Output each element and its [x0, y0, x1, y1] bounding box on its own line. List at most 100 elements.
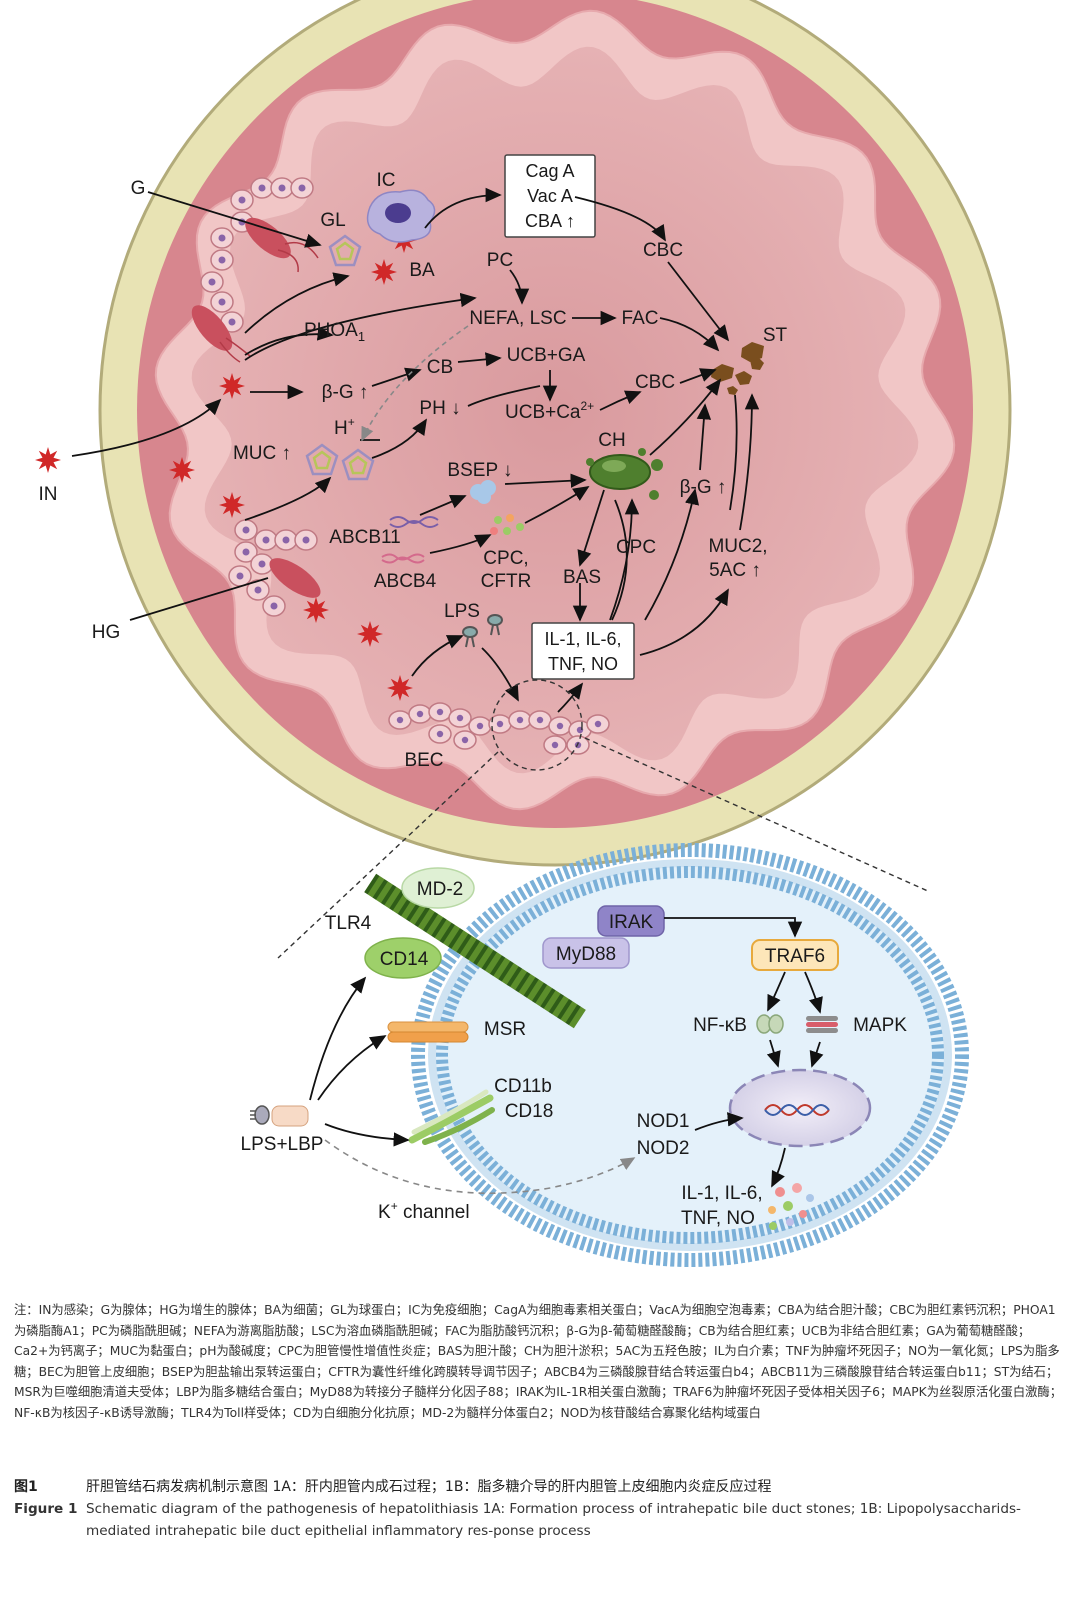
bacterium-icon [357, 621, 383, 647]
caption-cn-text: 肝胆管结石病发病机制示意图 1A：肝内胆管内成石过程；1B：脂多糖介导的肝内胆管… [86, 1479, 772, 1495]
cell-nucleus [262, 536, 270, 544]
cell-nucleus [258, 184, 266, 192]
cell-nucleus [302, 536, 310, 544]
zoom-region [491, 679, 583, 771]
lps-lbp-icon [250, 1105, 309, 1127]
cell-nucleus [218, 298, 226, 306]
label-ic: IC [377, 170, 396, 191]
nefa-muc-dashed-arrow [361, 325, 469, 442]
cell-nucleus [278, 184, 286, 192]
cpc-cftr-icon [490, 514, 524, 535]
label-muc2-2: 5AC ↑ [709, 560, 761, 581]
cell-nucleus [551, 741, 559, 749]
pathway-arrows-b [309, 917, 824, 1188]
cell-nucleus [218, 256, 226, 264]
cell-nucleus [456, 714, 464, 722]
cag-box-line-3: CBA ↑ [525, 211, 575, 231]
label-lps-lbp: LPS+LBP [241, 1134, 324, 1155]
label-fac: FAC [622, 308, 659, 329]
bacterium-icon [219, 373, 245, 399]
cell-nucleus [208, 278, 216, 286]
caption-cn: 图1 肝胆管结石病发病机制示意图 1A：肝内胆管内成石过程；1B：脂多糖介导的肝… [14, 1476, 1064, 1498]
label-st: ST [763, 325, 788, 346]
label-nfkb: NF-κB [693, 1015, 747, 1036]
label-lps: LPS [444, 601, 480, 622]
label-beta-g-2: β-G ↑ [680, 477, 727, 498]
label-cpc-cftr-2: CFTR [481, 571, 532, 592]
panel-b: MD-2 TLR4 CD14 IRAK MyD88 TRAF6 NF-κB MA… [241, 843, 969, 1267]
label-nod2: NOD2 [637, 1138, 690, 1159]
label-h: H+ [334, 415, 355, 439]
figure-notes: 注：IN为感染；G为腺体；HG为增生的腺体；BA为细菌；GL为球蛋白；IC为免疫… [14, 1303, 1063, 1420]
label-cytokines-2: TNF, NO [681, 1208, 755, 1229]
label-ucb-ga: UCB+GA [507, 345, 586, 366]
label-phoa: PHOA1 [304, 320, 365, 344]
label-k-channel: K+ channel [378, 1199, 470, 1223]
bacterium-icon [371, 259, 397, 285]
label-muc2-1: MUC2, [708, 536, 767, 557]
bacterium-icon [387, 675, 413, 701]
label-cd18: CD18 [505, 1101, 554, 1122]
immune-cell-icon [366, 189, 436, 243]
label-traf6: TRAF6 [765, 946, 825, 967]
cell-nucleus [436, 708, 444, 716]
traf6-box [751, 939, 839, 971]
label-bas: BAS [563, 567, 601, 588]
msr-receptor [387, 1021, 469, 1043]
cell-nucleus [516, 716, 524, 724]
figure-caption: 图1 肝胆管结石病发病机制示意图 1A：肝内胆管内成石过程；1B：脂多糖介导的肝… [14, 1476, 1064, 1542]
cd14-shape [364, 937, 442, 979]
label-myd88: MyD88 [556, 944, 616, 965]
label-ucb-ca: UCB+Ca2+ [505, 399, 594, 423]
md2-shape [401, 867, 475, 909]
caption-en: Figure 1 Schematic diagram of the pathog… [14, 1498, 1064, 1542]
label-cpc: CPC [616, 537, 656, 558]
cell-nucleus [298, 184, 306, 192]
dna-icon [764, 1104, 830, 1116]
cytokine-box-line-2: TNF, NO [548, 654, 618, 674]
lps-icon [462, 614, 503, 648]
label-cytokines-1: IL-1, IL-6, [681, 1183, 762, 1204]
cell-nucleus [218, 234, 226, 242]
cell-nucleus [461, 736, 469, 744]
cell-nucleus [258, 560, 266, 568]
label-ph: PH ↓ [419, 398, 460, 419]
label-msr: MSR [484, 1019, 526, 1040]
cell-nucleus [282, 536, 290, 544]
label-nefa-lsc: NEFA, LSC [469, 308, 566, 329]
label-cbc-mid: CBC [635, 372, 675, 393]
cell-nucleus [236, 572, 244, 580]
label-ba: BA [409, 260, 435, 281]
label-in: IN [39, 484, 58, 505]
nfkb-icon [756, 1014, 784, 1034]
label-cpc-cftr-1: CPC, [483, 548, 528, 569]
label-abcb11: ABCB11 [329, 527, 400, 548]
cell-nucleus [228, 318, 236, 326]
cag-box [504, 154, 596, 238]
bacterium-icon [169, 457, 195, 483]
cell-nucleus [496, 720, 504, 728]
stone-icons [711, 342, 764, 395]
label-gl: GL [320, 210, 345, 231]
myd88-box [542, 937, 630, 969]
cag-box-line-1: Cag A [525, 161, 574, 181]
label-muc: MUC ↑ [233, 443, 291, 464]
label-mapk: MAPK [853, 1015, 907, 1036]
label-bsep: BSEP ↓ [447, 460, 512, 481]
irak-box [597, 905, 665, 937]
cell-nucleus [396, 716, 404, 724]
globulin-icons [305, 234, 375, 481]
cell-nucleus [242, 548, 250, 556]
bacterium-icon [219, 492, 245, 518]
label-hg: HG [92, 622, 121, 643]
cell-nucleus [436, 730, 444, 738]
cell-nucleus [238, 196, 246, 204]
label-abcb4: ABCB4 [374, 571, 437, 592]
label-md2: MD-2 [417, 879, 463, 900]
gland-tissue [191, 217, 321, 598]
label-pc: PC [487, 250, 513, 271]
label-nod1: NOD1 [637, 1111, 690, 1132]
cell-membrane-outer [411, 843, 969, 1267]
cell-nucleus [416, 710, 424, 718]
cell-nucleus [270, 602, 278, 610]
